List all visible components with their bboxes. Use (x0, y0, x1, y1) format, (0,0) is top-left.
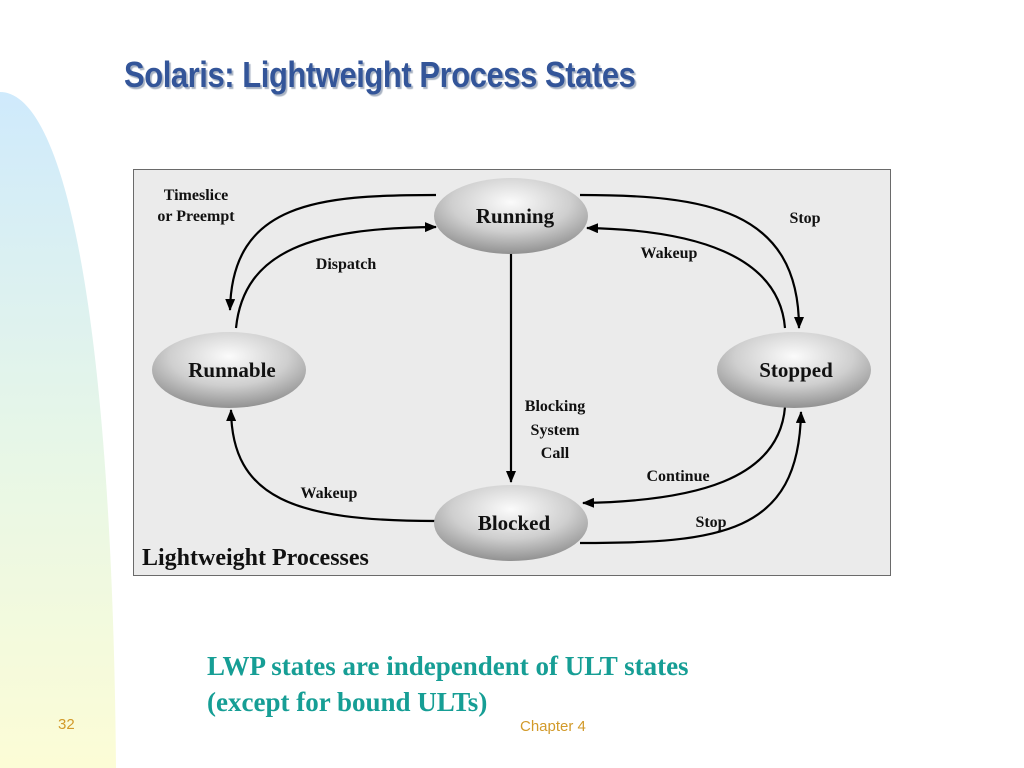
diagram-caption: Lightweight Processes (142, 545, 369, 571)
edge-label-continue: Continue (646, 468, 709, 485)
edge-wakeup-stopped-to-running (586, 223, 787, 329)
edge-label-timeslice-line2: or Preempt (157, 208, 235, 225)
edge-dispatch-runnable-to-running (234, 222, 437, 329)
edge-wakeup-blocked-to-runnable (226, 409, 437, 523)
caption-line-2: (except for bound ULTs) (207, 687, 488, 717)
slide-side-gradient-band (0, 92, 116, 768)
page-number: 32 (58, 716, 75, 733)
edge-stop-blocked-to-stopped (579, 411, 806, 545)
edge-label-dispatch: Dispatch (316, 256, 377, 273)
state-node-blocked: Blocked (434, 485, 588, 561)
slide-caption: LWP states are independent of ULT states… (207, 648, 689, 720)
edge-stop-running-to-stopped (579, 193, 804, 329)
state-node-running: Running (434, 178, 588, 254)
edge-label-blocking-line3: Call (541, 445, 570, 462)
state-node-stopped: Stopped (717, 332, 871, 408)
state-label-stopped: Stopped (759, 358, 833, 382)
state-label-blocked: Blocked (478, 511, 551, 535)
edge-label-stop-running: Stop (789, 210, 820, 227)
edge-label-wakeup-stopped: Wakeup (641, 245, 698, 262)
state-diagram: Running Runnable Stopped Blocked Timesli… (133, 169, 891, 576)
edge-label-blocking-line1: Blocking (525, 398, 585, 415)
edge-label-wakeup-blocked: Wakeup (301, 485, 358, 502)
state-node-runnable: Runnable (152, 332, 306, 408)
state-label-runnable: Runnable (188, 358, 276, 382)
edge-label-blocking-line2: System (531, 422, 581, 439)
caption-line-1: LWP states are independent of ULT states (207, 651, 689, 681)
footer-chapter: Chapter 4 (520, 718, 586, 735)
edge-label-stop-blocked: Stop (695, 514, 726, 531)
edge-continue-stopped-to-blocked (582, 406, 787, 508)
slide-title: Solaris: Lightweight Process States (124, 54, 636, 95)
edge-label-timeslice-line1: Timeslice (164, 187, 229, 204)
edge-timeslice-running-to-runnable (225, 193, 437, 311)
state-label-running: Running (476, 204, 555, 228)
